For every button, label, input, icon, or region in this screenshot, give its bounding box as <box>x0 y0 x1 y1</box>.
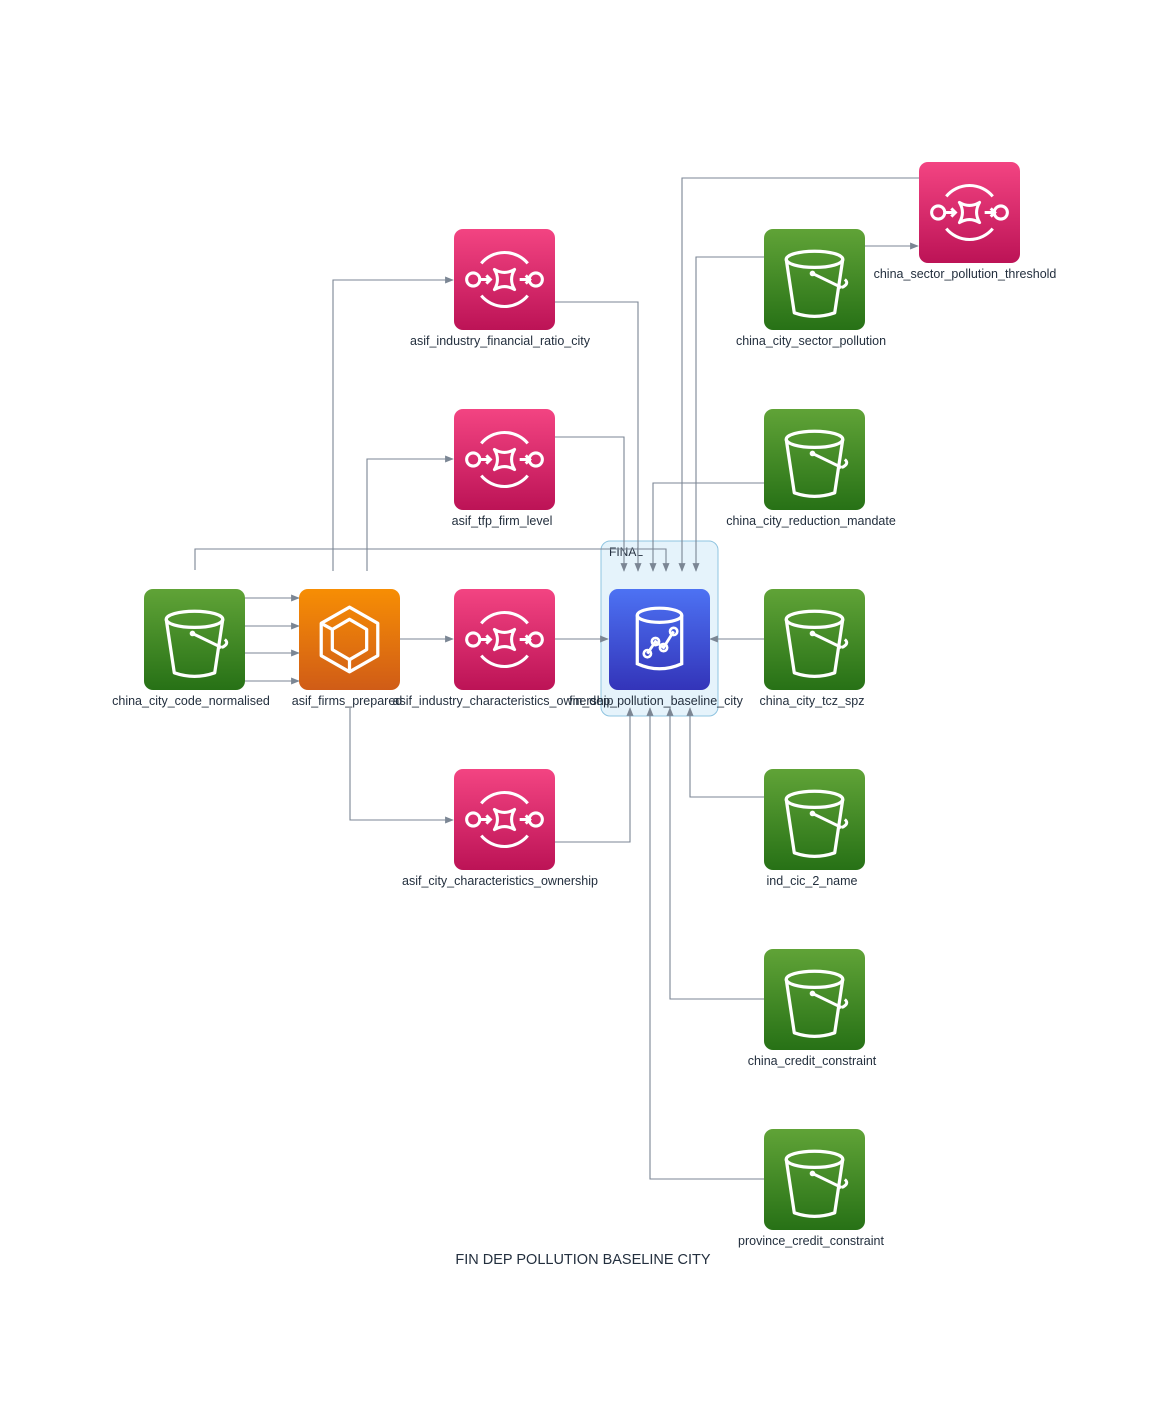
node-label: fin_dep_pollution_baseline_city <box>569 694 743 708</box>
node-label: china_city_code_normalised <box>112 694 270 708</box>
node-asif-firms-prepared[interactable]: asif_firms_prepared <box>292 589 403 708</box>
node-label: asif_industry_financial_ratio_city <box>410 334 591 348</box>
node-ind-cic-2-name[interactable]: ind_cic_2_name <box>764 769 865 888</box>
node-china-city-code-normalised[interactable]: china_city_code_normalised <box>112 589 270 708</box>
node-label: asif_industry_characteristics_ownership <box>393 694 614 708</box>
node-fin-dep-pollution-baseline-city[interactable]: fin_dep_pollution_baseline_city <box>569 589 744 708</box>
node-china-city-tcz-spz[interactable]: china_city_tcz_spz <box>760 589 865 708</box>
edge-credit-constraint-to-final <box>666 707 764 1000</box>
edge-firms-to-city-characteristics <box>349 708 454 824</box>
edge-sector-pollution-to-final <box>692 256 764 572</box>
node-label: china_credit_constraint <box>748 1054 877 1068</box>
node-province-credit-constraint[interactable]: province_credit_constraint <box>738 1129 884 1248</box>
edge-city-characteristics-to-final <box>555 707 634 843</box>
edge-reduction-mandate-to-final <box>649 482 764 572</box>
node-label: asif_city_characteristics_ownership <box>402 874 598 888</box>
node-label: asif_firms_prepared <box>292 694 403 708</box>
node-label: china_sector_pollution_threshold <box>874 267 1057 281</box>
node-asif-tfp-firm-level[interactable]: asif_tfp_firm_level <box>452 409 555 528</box>
node-china-credit-constraint[interactable]: china_credit_constraint <box>748 949 877 1068</box>
edge-tfp-to-final <box>555 436 628 572</box>
node-asif-industry-financial-ratio-city[interactable]: asif_industry_financial_ratio_city <box>410 229 591 348</box>
edges <box>194 177 919 1180</box>
node-label: asif_tfp_firm_level <box>452 514 553 528</box>
node-china-city-sector-pollution[interactable]: china_city_sector_pollution <box>736 229 886 348</box>
edge-firms-to-financial-ratio <box>332 276 454 571</box>
node-china-sector-pollution-threshold[interactable]: china_sector_pollution_threshold <box>874 162 1057 281</box>
node-china-city-reduction-mandate[interactable]: china_city_reduction_mandate <box>726 409 896 528</box>
edge-firms-to-tfp <box>366 455 454 571</box>
node-label: china_city_reduction_mandate <box>726 514 896 528</box>
edge-financial-ratio-to-final <box>555 301 642 572</box>
node-label: province_credit_constraint <box>738 1234 884 1248</box>
node-label: china_city_tcz_spz <box>760 694 865 708</box>
node-asif-city-characteristics-ownership[interactable]: asif_city_characteristics_ownership <box>402 769 598 888</box>
node-label: ind_cic_2_name <box>766 874 857 888</box>
edge-threshold-to-final <box>678 177 919 572</box>
node-label: china_city_sector_pollution <box>736 334 886 348</box>
node-asif-industry-characteristics-ownership[interactable]: asif_industry_characteristics_ownership <box>393 589 614 708</box>
diagram-title: FIN DEP POLLUTION BASELINE CITY <box>455 1252 710 1268</box>
edge-province-credit-to-final <box>646 707 764 1180</box>
edge-code-to-final <box>194 548 670 572</box>
edge-ind-cic-to-final <box>686 707 764 798</box>
